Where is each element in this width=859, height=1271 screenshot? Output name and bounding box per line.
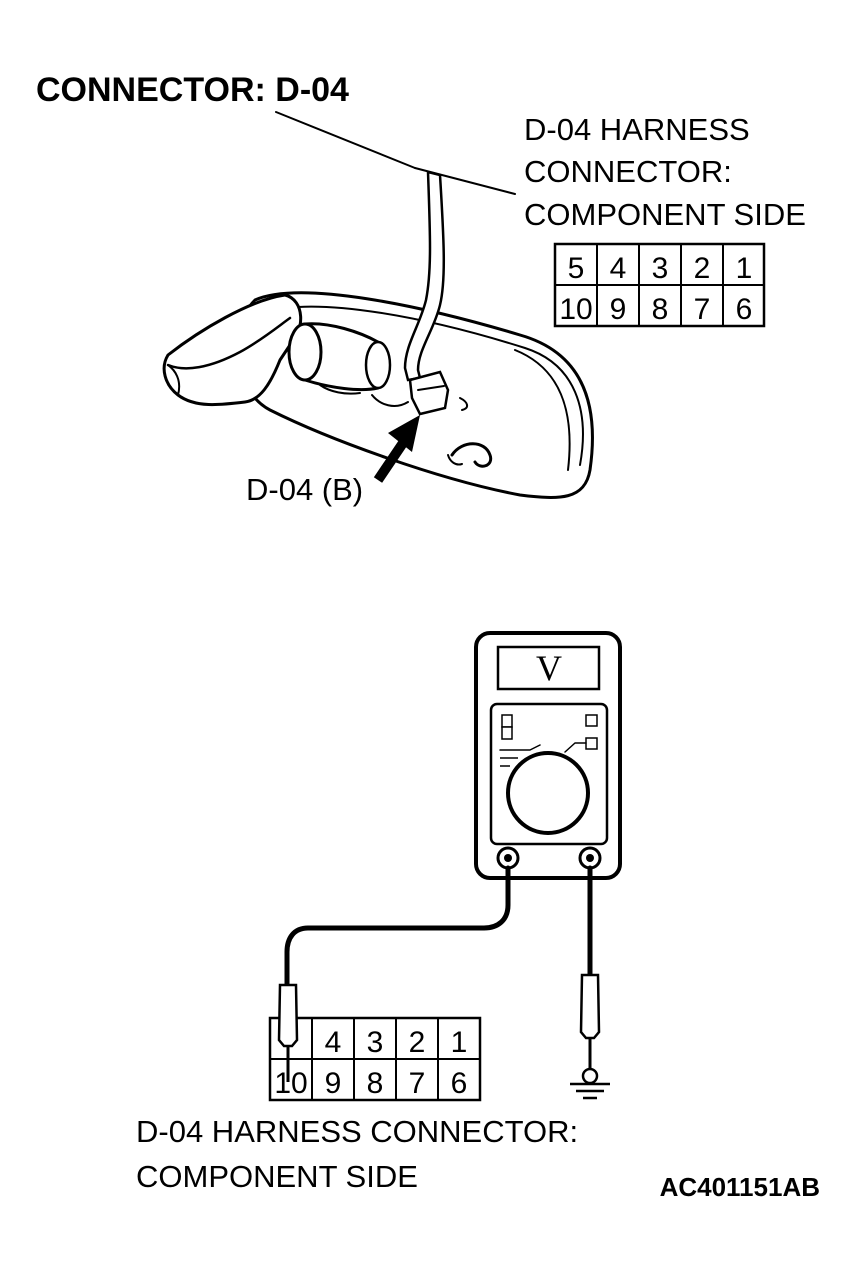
title-leader-line [275, 111, 416, 169]
top-pin-6: 6 [736, 293, 753, 326]
top-pin-5: 5 [568, 252, 585, 285]
selector-dial [506, 751, 590, 835]
top-caption-line-3: COMPONENT SIDE [524, 197, 806, 232]
bottom-pin-6: 6 [451, 1067, 468, 1100]
bottom-caption-line-2: COMPONENT SIDE [136, 1159, 418, 1194]
top-pin-9: 9 [610, 293, 627, 326]
top-pin-10: 10 [559, 293, 592, 326]
meter-display-value: V [536, 648, 562, 688]
bottom-pin-10: 10 [274, 1067, 307, 1100]
bottom-pin-4: 4 [325, 1026, 342, 1059]
top-pin-2: 2 [694, 252, 711, 285]
pointer-arrow [373, 415, 420, 483]
bottom-pin-3: 3 [367, 1026, 384, 1059]
top-pin-8: 8 [652, 293, 669, 326]
test-probe-2 [579, 973, 601, 1085]
top-pin-7: 7 [694, 293, 711, 326]
bottom-pin-9: 9 [325, 1067, 342, 1100]
ground-icon [570, 1082, 610, 1100]
bottom-connector-grid: 4 3 2 1 10 9 8 7 6 [268, 1016, 482, 1102]
figure-code: AC401151AB [660, 1172, 820, 1202]
bottom-pin-8: 8 [367, 1067, 384, 1100]
top-caption-line-2: CONNECTOR: [524, 154, 732, 189]
diagram-title: CONNECTOR: D-04 [36, 71, 349, 109]
bottom-pin-1: 1 [451, 1026, 468, 1059]
multimeter: V [474, 631, 622, 880]
arrow-label: D-04 (B) [246, 472, 363, 507]
top-pin-4: 4 [610, 252, 627, 285]
top-caption-line-1: D-04 HARNESS [524, 112, 750, 147]
bottom-caption-line-1: D-04 HARNESS CONNECTOR: [136, 1114, 578, 1149]
meter-display [496, 645, 601, 691]
probe-lead-1 [284, 865, 511, 988]
top-pin-1: 1 [736, 252, 753, 285]
bottom-pin-2: 2 [409, 1026, 426, 1059]
bottom-pin-7: 7 [409, 1067, 426, 1100]
mirror-illustration [162, 170, 594, 499]
top-pin-3: 3 [652, 252, 669, 285]
top-connector-grid: 5 4 3 2 1 10 9 8 7 6 [553, 242, 766, 328]
test-probe-1 [277, 983, 299, 1082]
